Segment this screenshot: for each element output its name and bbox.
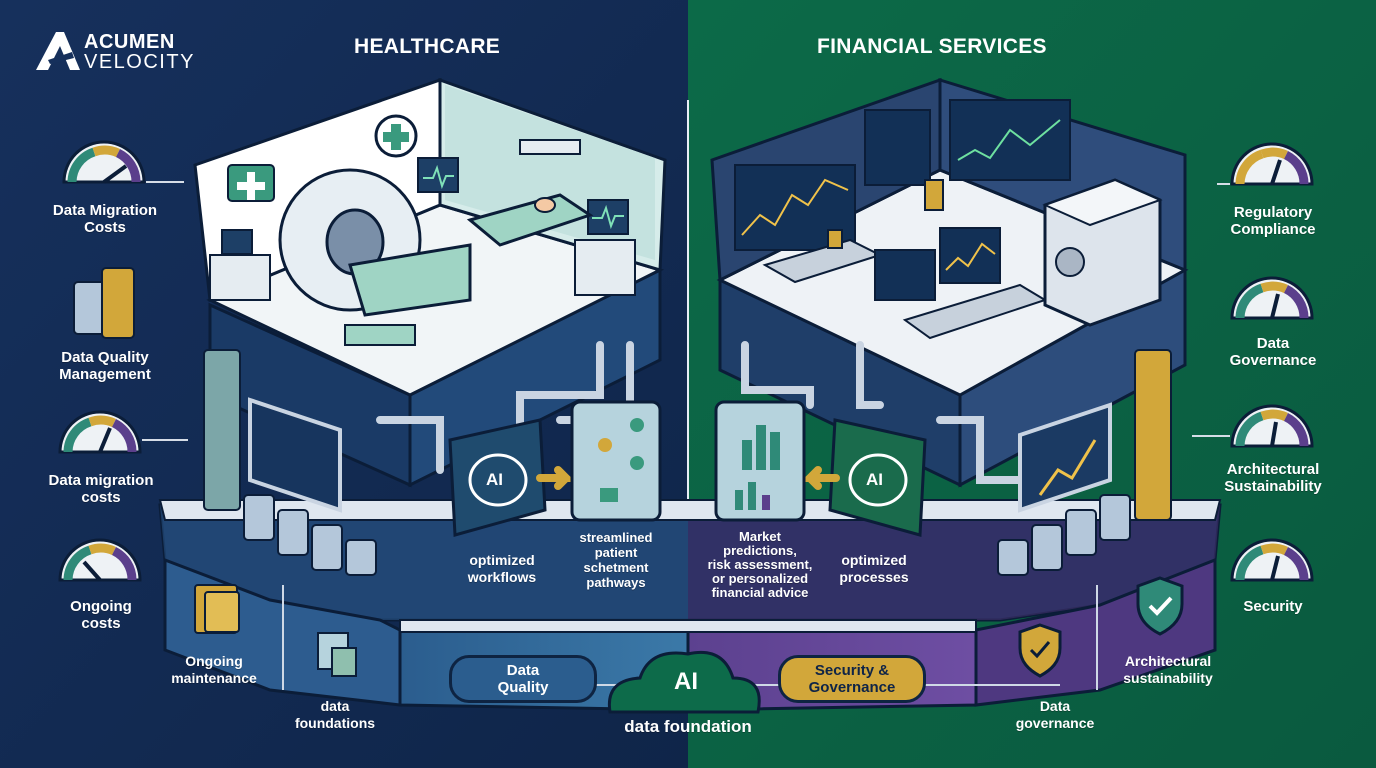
ai-chip-left bbox=[448, 400, 662, 537]
cloud-ai-text: AI bbox=[674, 668, 698, 695]
trading-room bbox=[710, 77, 1189, 488]
shield-icon bbox=[1018, 576, 1184, 678]
brand-logo-icon bbox=[34, 30, 82, 77]
gauges-left bbox=[58, 140, 188, 582]
server-stacks-left bbox=[203, 349, 377, 576]
hospital-room bbox=[193, 77, 667, 488]
ai-chip-right-text: AI bbox=[866, 470, 883, 489]
finance-title: FINANCIAL SERVICES bbox=[817, 35, 1047, 58]
security-governance-pill: Security &Governance bbox=[778, 655, 926, 703]
server-stacks-right bbox=[997, 349, 1172, 576]
database-coins-left bbox=[73, 267, 135, 339]
label-security: Security bbox=[1243, 598, 1303, 615]
healthcare-title: HEALTHCARE bbox=[354, 35, 501, 58]
brand-name-line2: VELOCITY bbox=[84, 51, 195, 73]
ai-chip-right bbox=[714, 400, 927, 537]
cloud-icon bbox=[607, 651, 761, 714]
document-icon bbox=[317, 632, 357, 677]
label-data-foundation: data foundation bbox=[624, 717, 752, 736]
gauges-right bbox=[1192, 142, 1314, 582]
brand-name-line1: ACUMEN bbox=[84, 31, 175, 53]
folder-icon bbox=[194, 584, 240, 634]
ai-chip-left-text: AI bbox=[486, 470, 503, 489]
